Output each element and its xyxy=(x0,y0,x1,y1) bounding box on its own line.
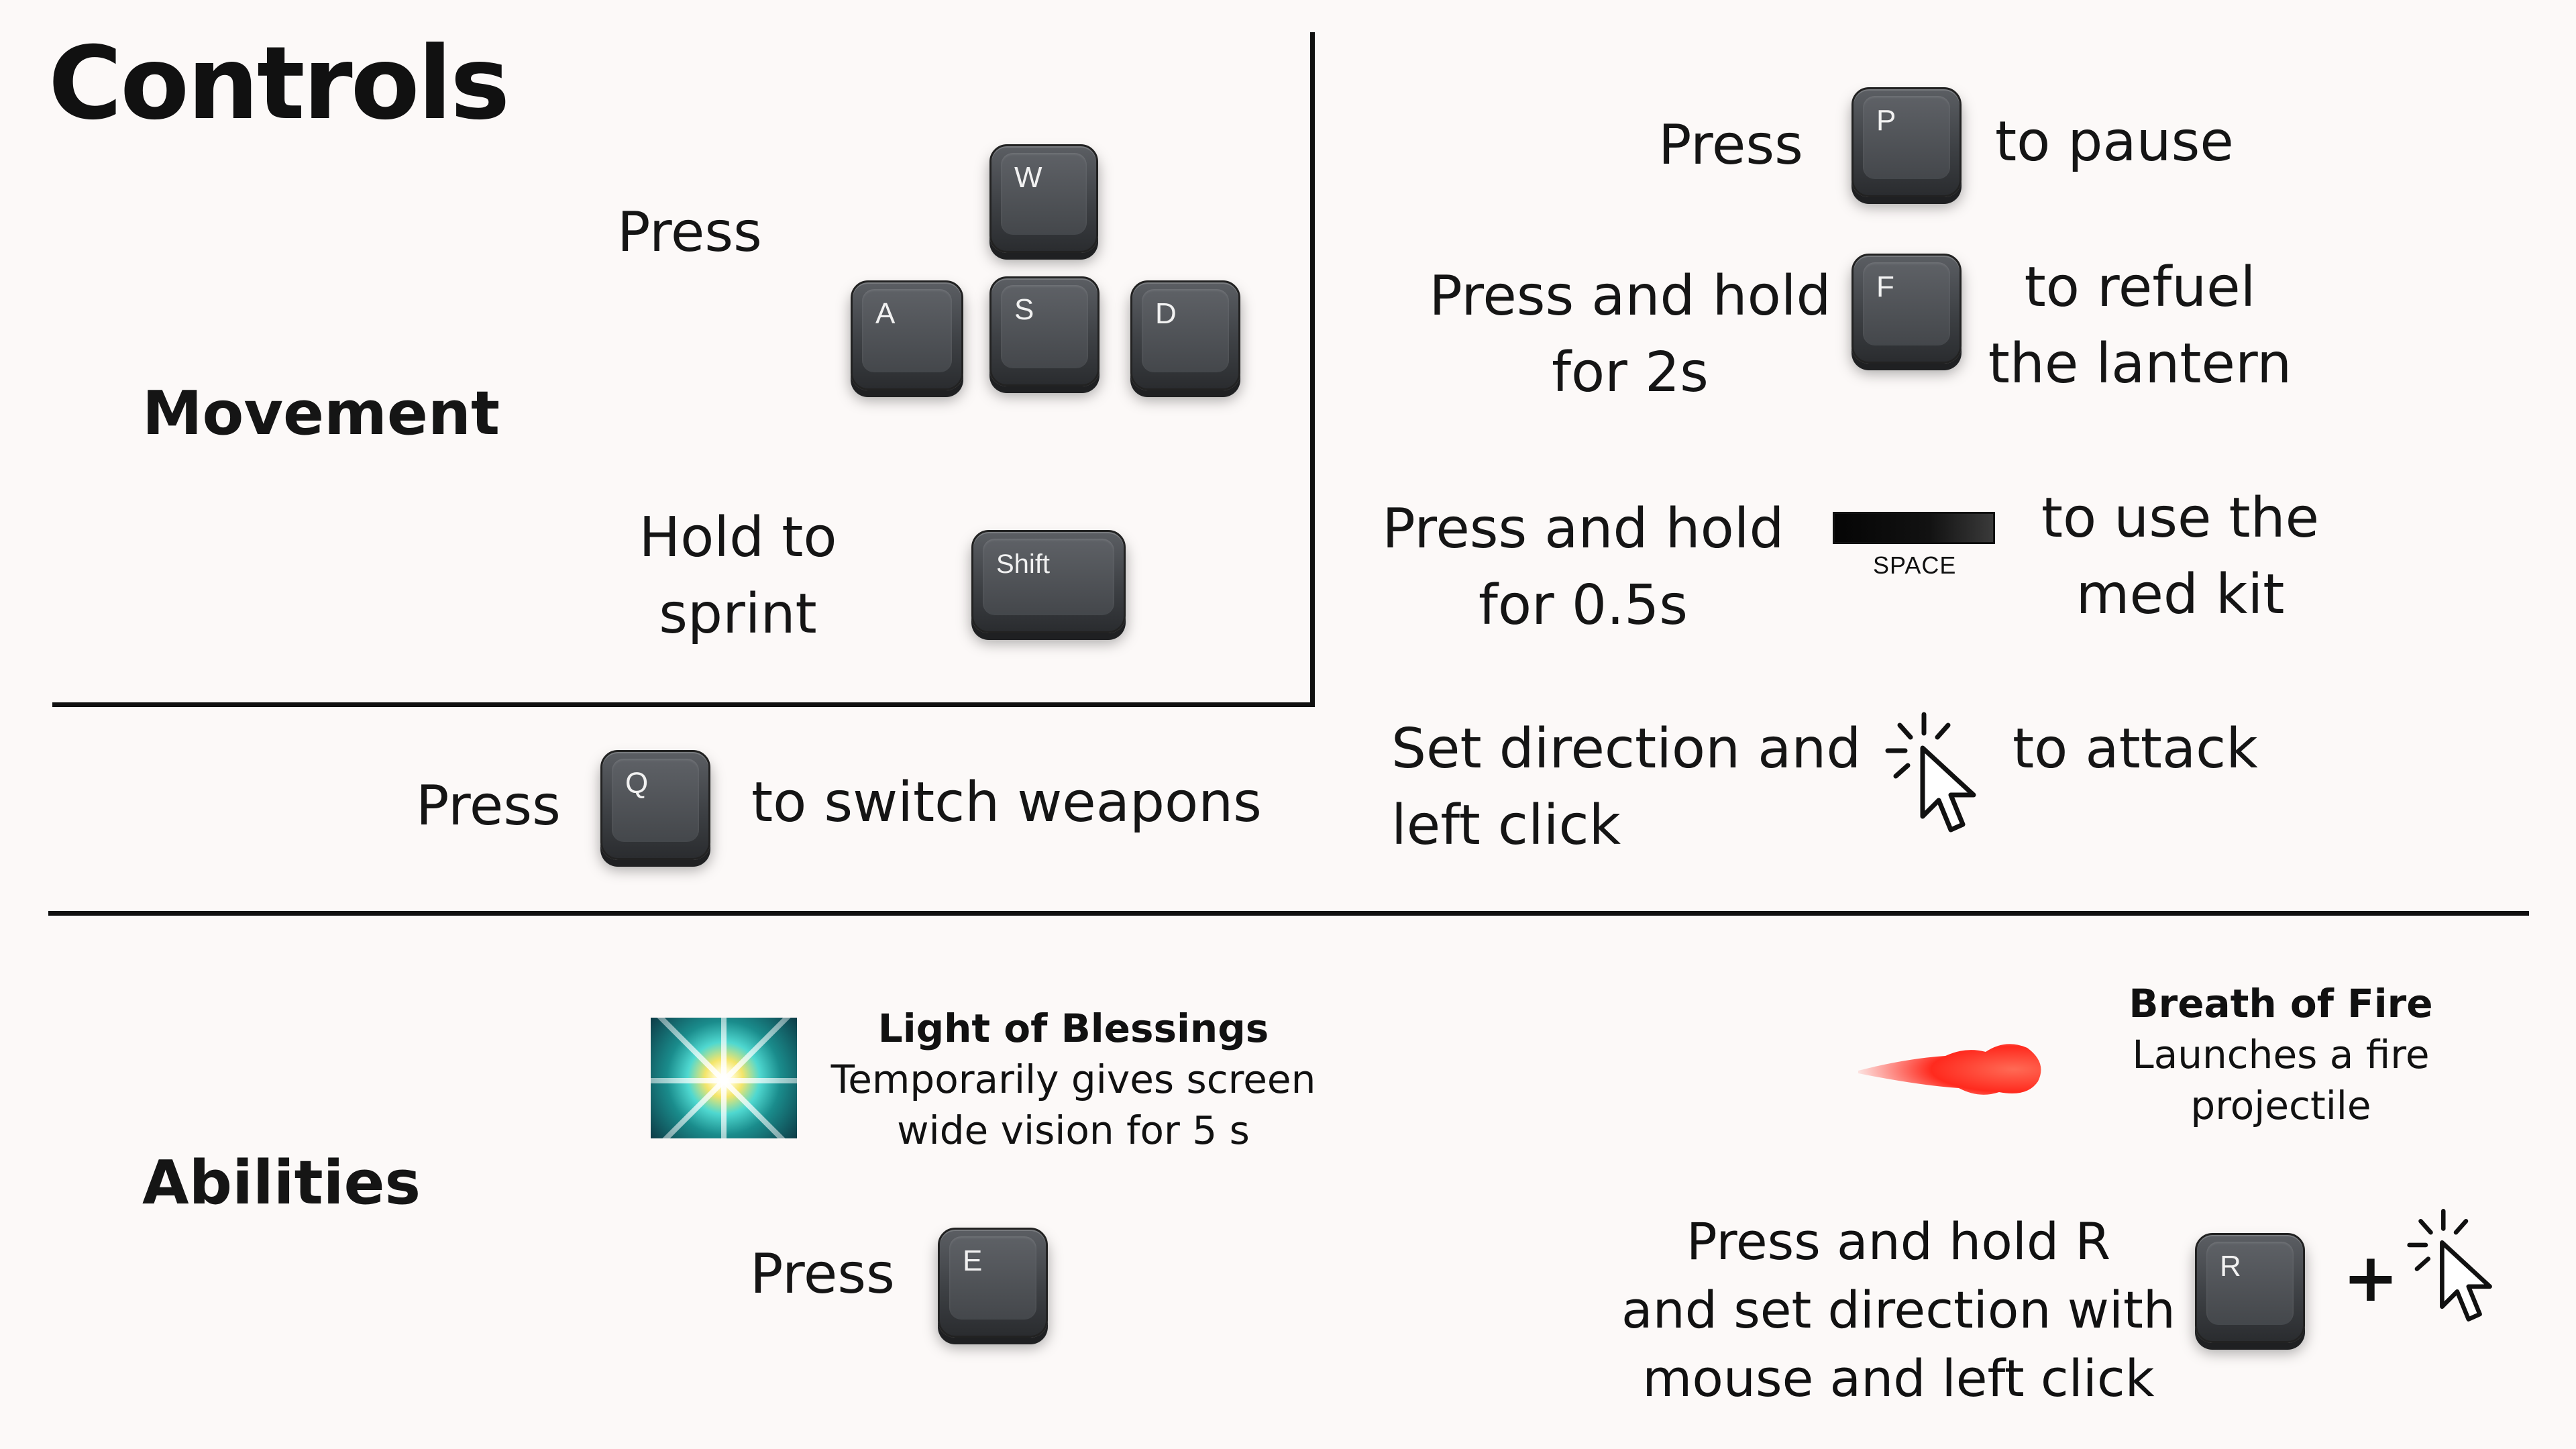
weapons-press-label: Press xyxy=(416,774,561,838)
plus-icon: + xyxy=(2343,1238,2399,1317)
fire-ability-desc-1: Launches a fire xyxy=(2132,1032,2430,1077)
key-s[interactable]: S xyxy=(989,276,1099,386)
attack-press-label: Set direction and left click xyxy=(1391,717,1862,857)
fire-press-label: Press and hold R and set direction with … xyxy=(1621,1212,2176,1408)
fire-ability-name: Breath of Fire xyxy=(2129,981,2433,1026)
light-ability-desc-2: wide vision for 5 s xyxy=(897,1108,1250,1153)
key-d[interactable]: D xyxy=(1130,280,1240,390)
light-ability-info: Light of Blessings Temporarily gives scr… xyxy=(825,1003,1322,1156)
abilities-divider xyxy=(48,911,2529,916)
movement-box-bottom-border xyxy=(52,702,1315,707)
abilities-heading: Abilities xyxy=(142,1148,421,1218)
mouse-click-icon-ability xyxy=(2406,1201,2506,1328)
light-ability-name: Light of Blessings xyxy=(877,1006,1269,1051)
light-press-label: Press xyxy=(750,1242,895,1306)
light-burst-icon xyxy=(651,1018,797,1138)
key-space[interactable] xyxy=(1833,512,1995,544)
medkit-press-label: Press and hold for 0.5s xyxy=(1382,497,1784,637)
mouse-click-icon xyxy=(1884,708,1991,835)
medkit-action-label: to use the med kit xyxy=(2041,486,2320,627)
key-e[interactable]: E xyxy=(938,1228,1048,1338)
fire-ability-desc-2: projectile xyxy=(2190,1083,2371,1128)
fire-ability-info: Breath of Fire Launches a fire projectil… xyxy=(2073,978,2489,1131)
key-shift[interactable]: Shift xyxy=(971,530,1126,633)
refuel-press-label: Press and hold for 2s xyxy=(1429,264,1831,405)
key-q[interactable]: Q xyxy=(600,750,710,860)
key-r[interactable]: R xyxy=(2195,1233,2305,1343)
light-ability-desc-1: Temporarily gives screen xyxy=(830,1057,1316,1102)
refuel-action-label: to refuel the lantern xyxy=(1988,256,2292,396)
key-a[interactable]: A xyxy=(851,280,963,390)
fireball-icon xyxy=(1851,1032,2046,1106)
pause-action-label: to pause xyxy=(1995,110,2234,174)
movement-press-label: Press xyxy=(617,201,762,264)
key-f[interactable]: F xyxy=(1851,254,1962,364)
movement-heading: Movement xyxy=(142,378,500,449)
weapons-action-label: to switch weapons xyxy=(751,771,1262,835)
pause-press-label: Press xyxy=(1658,113,1803,177)
key-p[interactable]: P xyxy=(1851,87,1962,197)
movement-box-right-border xyxy=(1310,32,1315,707)
attack-action-label: to attack xyxy=(2012,717,2258,781)
key-w[interactable]: W xyxy=(989,144,1098,253)
space-key-label: SPACE xyxy=(1873,551,1957,579)
page-title: Controls xyxy=(48,25,510,142)
sprint-label: Hold to sprint xyxy=(639,506,837,646)
